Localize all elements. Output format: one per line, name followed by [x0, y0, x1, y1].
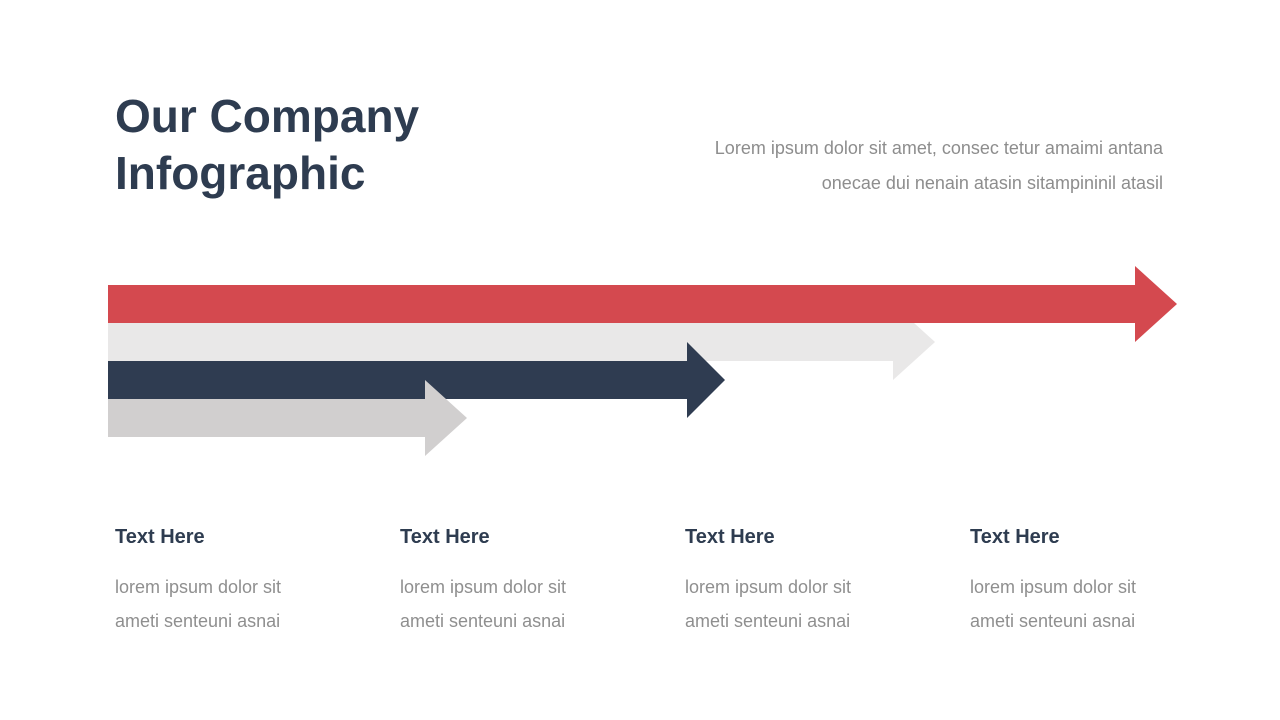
- column-text-line-1: lorem ipsum dolor sit: [115, 577, 282, 597]
- arrow-gray-head: [425, 380, 467, 456]
- caption-columns: Text Here lorem ipsum dolor sit ameti sent…: [115, 524, 1265, 638]
- arrow-navy: [108, 342, 725, 418]
- column-heading: Text Here: [115, 526, 205, 548]
- page-title: Our Company Infographic: [115, 88, 419, 202]
- caption-column-4: Text Here lorem ipsum dolor sit ameti sent…: [970, 524, 1255, 638]
- column-heading: Text Here: [400, 526, 490, 548]
- caption-column-1: Text Here lorem ipsum dolor sit ameti sent…: [115, 524, 400, 638]
- arrow-red-head: [1135, 266, 1177, 342]
- caption-column-2: Text Here lorem ipsum dolor sit ameti sent…: [400, 524, 685, 638]
- arrow-light-gray-shaft: [108, 323, 893, 361]
- title-line-1: Our Company: [115, 90, 420, 142]
- intro-line-2: onecae dui nenain atasin sitampininil at…: [821, 173, 1163, 193]
- column-heading: Text Here: [970, 526, 1060, 548]
- intro-line-1: Lorem ipsum dolor sit amet, consec tetur…: [714, 138, 1163, 158]
- arrow-light-gray: [108, 304, 935, 380]
- arrow-red-shaft: [108, 285, 1135, 323]
- column-heading: Text Here: [685, 526, 775, 548]
- column-text-line-2: ameti senteuni asnai: [400, 611, 566, 631]
- column-text-line-2: ameti senteuni asnai: [685, 611, 851, 631]
- column-text-line-2: ameti senteuni asnai: [970, 611, 1136, 631]
- arrow-navy-shaft: [108, 361, 687, 399]
- column-text-line-1: lorem ipsum dolor sit: [685, 577, 852, 597]
- intro-text: Lorem ipsum dolor sit amet, consec tetur…: [603, 131, 1163, 201]
- arrow-gray: [108, 380, 467, 456]
- column-text-line-1: lorem ipsum dolor sit: [400, 577, 567, 597]
- arrow-red: [108, 266, 1177, 342]
- column-text-line-1: lorem ipsum dolor sit: [970, 577, 1137, 597]
- title-line-2: Infographic: [115, 147, 366, 199]
- column-text-line-2: ameti senteuni asnai: [115, 611, 281, 631]
- arrow-navy-head: [687, 342, 725, 418]
- arrow-gray-shaft: [108, 399, 425, 437]
- caption-column-3: Text Here lorem ipsum dolor sit ameti sent…: [685, 524, 970, 638]
